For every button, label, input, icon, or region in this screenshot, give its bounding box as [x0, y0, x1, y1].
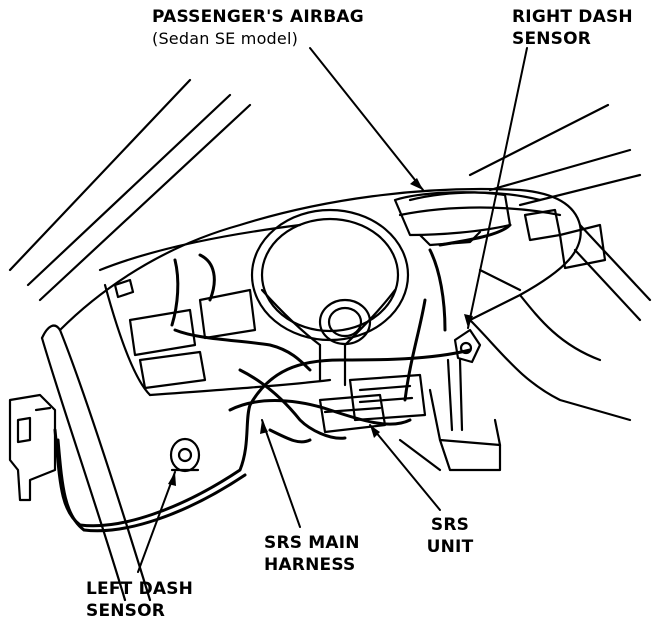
right-dash-sensor-part [453, 328, 482, 364]
label-right-dash-sensor: RIGHT DASH SENSOR [512, 6, 633, 50]
label-srs-unit-line1: SRS [430, 515, 470, 535]
label-left-dash-sensor-line1: LEFT DASH [86, 579, 194, 599]
center-console [348, 358, 502, 472]
label-passenger-airbag: PASSENGER'S AIRBAG (Sedan SE model) [152, 6, 364, 50]
dashboard-shell [40, 187, 652, 602]
label-srs-main-harness-line1: SRS MAIN [264, 533, 360, 553]
label-srs-unit-line2: UNIT [426, 537, 474, 557]
label-left-dash-sensor-line2: SENSOR [86, 601, 166, 621]
leader-arrowheads [168, 178, 473, 486]
label-srs-unit: SRS UNIT [420, 514, 480, 558]
label-passenger-airbag-line2: (Sedan SE model) [152, 29, 299, 48]
label-right-dash-sensor-line1: RIGHT DASH [512, 7, 633, 27]
windshield-lines [8, 78, 642, 302]
label-left-dash-sensor: LEFT DASH SENSOR [86, 578, 193, 622]
harness-connector [8, 393, 57, 502]
leader-lines [137, 47, 528, 573]
label-srs-main-harness: SRS MAIN HARNESS [264, 532, 360, 576]
left-vents [113, 223, 607, 390]
label-right-dash-sensor-line2: SENSOR [512, 29, 592, 49]
label-srs-main-harness-line2: HARNESS [264, 555, 356, 575]
wiring-harness [53, 223, 512, 533]
label-passenger-airbag-line1: PASSENGER'S AIRBAG [152, 7, 364, 27]
left-dash-sensor-part [169, 437, 201, 473]
